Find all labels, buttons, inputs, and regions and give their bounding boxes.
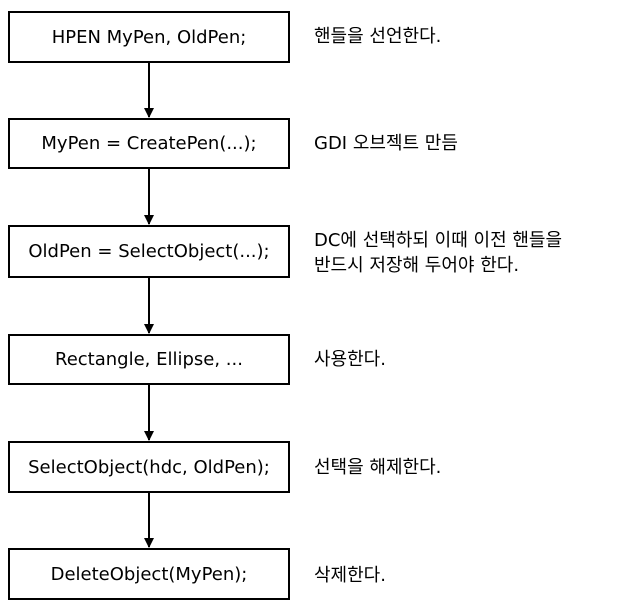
step-note-line: GDI 오브젝트 만듬	[314, 133, 458, 154]
step-note-line: 반드시 저장해 두어야 한다.	[314, 255, 520, 276]
step-code: DeleteObject(MyPen);	[50, 563, 248, 585]
step-note-line: 삭제한다.	[314, 565, 386, 586]
step-box-create-pen: MyPen = CreatePen(...);	[8, 118, 290, 169]
step-code: OldPen = SelectObject(...);	[28, 241, 270, 262]
step-code: HPEN MyPen, OldPen;	[51, 26, 247, 48]
step-note-select-object: DC에 선택하되 이때 이전 핸들을 반드시 저장해 두어야 한다.	[314, 228, 632, 278]
step-code: SelectObject(hdc, OldPen);	[28, 456, 270, 478]
step-note-line: 사용한다.	[314, 349, 386, 370]
step-box-declare-handles: HPEN MyPen, OldPen;	[8, 11, 290, 63]
step-code: Rectangle, Ellipse, ...	[55, 349, 243, 370]
step-note-draw: 사용한다.	[314, 347, 632, 372]
step-box-delete-object: DeleteObject(MyPen);	[8, 548, 290, 600]
step-code: MyPen = CreatePen(...);	[41, 133, 257, 154]
step-box-select-object: OldPen = SelectObject(...);	[8, 225, 290, 278]
step-note-line: 선택을 해제한다.	[314, 457, 442, 478]
step-note-line: 핸들을 선언한다.	[314, 26, 442, 47]
step-note-declare-handles: 핸들을 선언한다.	[314, 24, 632, 49]
step-note-line: DC에 선택하되 이때 이전 핸들을	[314, 230, 563, 251]
step-box-draw: Rectangle, Ellipse, ...	[8, 334, 290, 385]
step-box-restore-object: SelectObject(hdc, OldPen);	[8, 441, 290, 493]
step-note-create-pen: GDI 오브젝트 만듬	[314, 131, 632, 156]
step-note-restore-object: 선택을 해제한다.	[314, 455, 632, 480]
step-note-delete-object: 삭제한다.	[314, 563, 632, 588]
